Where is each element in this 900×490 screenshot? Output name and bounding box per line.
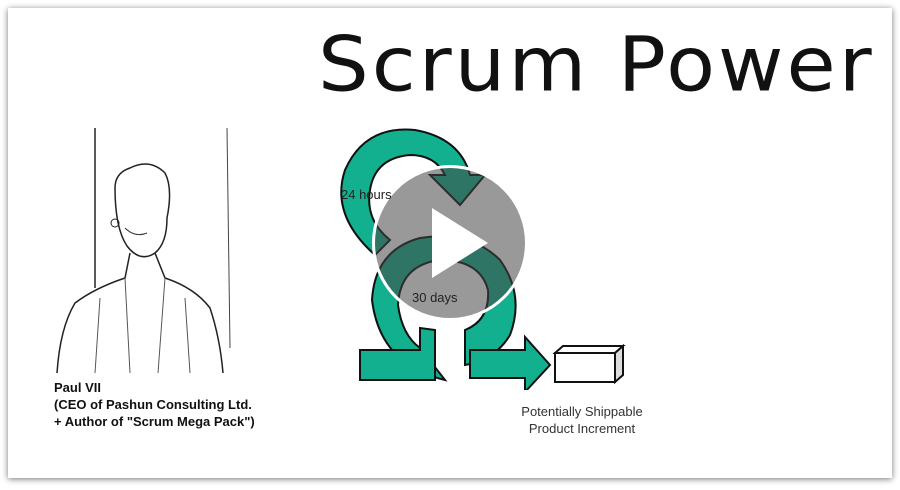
product-box-icon — [552, 343, 626, 385]
presenter-name: Paul VII — [54, 380, 101, 395]
sprint-end-arrow — [359, 326, 436, 381]
output-label-line-1: Potentially Shippable — [521, 404, 643, 419]
play-button[interactable] — [372, 165, 528, 321]
play-icon — [432, 208, 488, 278]
presenter-role: (CEO of Pashun Consulting Ltd. — [54, 397, 252, 412]
presenter-portrait — [56, 128, 231, 373]
slide-title: Scrum Power — [318, 20, 875, 109]
output-label: Potentially Shippable Product Increment — [512, 403, 652, 437]
presenter-caption: Paul VII (CEO of Pashun Consulting Ltd. … — [54, 379, 255, 430]
scrum-cycle-diagram — [340, 128, 626, 390]
output-arrow — [469, 334, 552, 390]
output-label-line-2: Product Increment — [528, 421, 636, 436]
presenter-author: + Author of "Scrum Mega Pack") — [54, 414, 255, 429]
